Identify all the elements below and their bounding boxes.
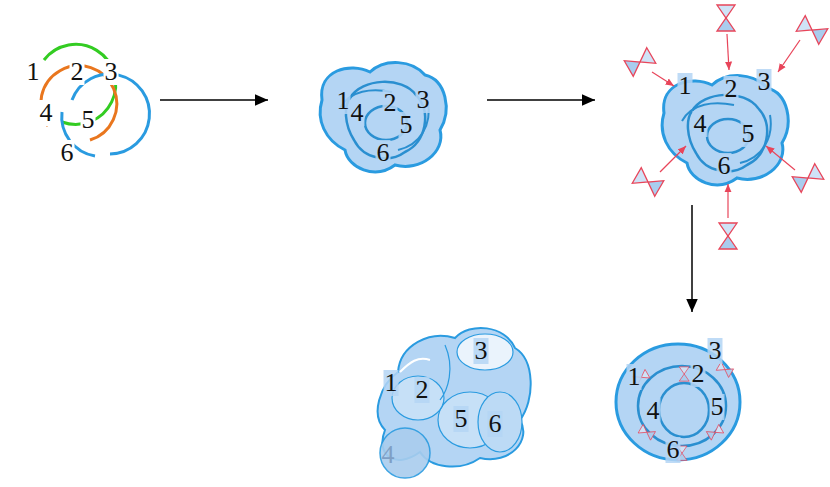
crossing-number: 3 [757,69,772,95]
crossing-number: 6 [60,140,75,166]
crossing-number: 5 [741,121,756,147]
crossing-number: 2 [70,59,85,85]
crossing-number: 1 [384,370,399,396]
crossing-number: 4 [646,398,661,424]
crossing-number: 1 [336,88,351,114]
crossing-number: 5 [454,406,469,432]
crossing-number: 6 [488,411,503,437]
crossing-number: 5 [710,394,725,420]
crossing-number: 2 [691,361,706,387]
crossing-number: 5 [399,112,414,138]
crossing-number: 4 [350,100,365,126]
crossing-number: 4 [39,100,54,126]
crossing-number: 2 [383,90,398,116]
crossing-number: 3 [474,338,489,364]
crossing-number: 1 [678,73,693,99]
crossing-number: 6 [376,140,391,166]
crossing-number: 6 [666,437,681,463]
crossing-number: 3 [104,59,119,85]
crossing-number: 1 [26,59,41,85]
crossing-number: 5 [81,107,96,133]
crossing-number: 6 [717,153,732,179]
crossing-number: 3 [708,338,723,364]
crossing-number: 1 [627,364,642,390]
crossing-number: 3 [416,87,431,113]
crossing-number: 2 [415,377,430,403]
crossing-number: 4 [693,111,708,137]
crossing-number: 2 [724,76,739,102]
crossing-number: 4 [381,442,396,468]
